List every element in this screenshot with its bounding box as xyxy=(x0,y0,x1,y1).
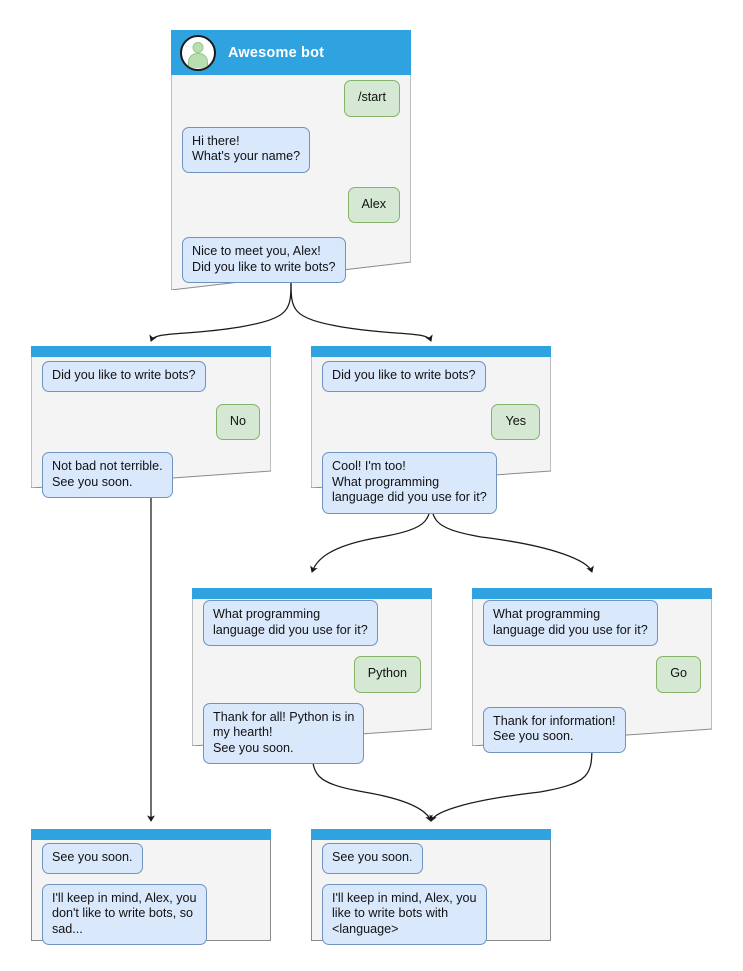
bot-message-bubble: I'll keep in mind, Alex, you don't like … xyxy=(42,883,207,945)
chat-card-header xyxy=(311,346,551,357)
bot-message-bubble: Not bad not terrible. See you soon. xyxy=(42,452,173,498)
message-list: /start Hi there! What's your name? Alex … xyxy=(171,80,411,293)
message-row: I'll keep in mind, Alex, you like to wri… xyxy=(322,883,540,945)
chat-card-header xyxy=(472,588,712,599)
chat-card-end-yes[interactable]: See you soon. I'll keep in mind, Alex, y… xyxy=(311,829,551,945)
message-row: Cool! I'm too! What programming language… xyxy=(322,452,540,514)
message-list: Did you like to write bots? Yes Cool! I'… xyxy=(311,361,551,524)
bot-message-bubble: Thank for information! See you soon. xyxy=(483,706,626,753)
message-row: Nice to meet you, Alex! Did you like to … xyxy=(182,237,400,283)
message-list: See you soon. I'll keep in mind, Alex, y… xyxy=(311,843,551,955)
message-row: What programming language did you use fo… xyxy=(483,600,701,646)
user-message-bubble: Alex xyxy=(347,186,400,223)
message-row: Thank for information! See you soon. xyxy=(483,706,701,753)
chat-card-header xyxy=(31,829,271,840)
message-list: Did you like to write bots? No Not bad n… xyxy=(31,361,271,508)
message-row: Not bad not terrible. See you soon. xyxy=(42,452,260,498)
chat-card-start[interactable]: Awesome bot /start Hi there! What's your… xyxy=(171,30,411,290)
bot-message-bubble: Nice to meet you, Alex! Did you like to … xyxy=(182,237,346,283)
chat-card-header xyxy=(192,588,432,599)
message-row: What programming language did you use fo… xyxy=(203,600,421,646)
message-row: Did you like to write bots? xyxy=(322,361,540,392)
chat-card-go-branch[interactable]: What programming language did you use fo… xyxy=(472,588,712,753)
message-list: What programming language did you use fo… xyxy=(472,600,712,763)
chat-card-no-branch[interactable]: Did you like to write bots? No Not bad n… xyxy=(31,346,271,498)
bot-title: Awesome bot xyxy=(228,44,325,61)
chat-card-header xyxy=(31,346,271,357)
bot-message-bubble: What programming language did you use fo… xyxy=(203,600,378,646)
user-avatar-icon xyxy=(180,34,216,71)
message-row: /start xyxy=(182,80,400,117)
user-message-bubble: /start xyxy=(344,80,400,117)
message-row: See you soon. xyxy=(42,843,260,874)
user-message-bubble: Python xyxy=(353,656,421,693)
chat-card-end-no[interactable]: See you soon. I'll keep in mind, Alex, y… xyxy=(31,829,271,945)
user-message-bubble: Yes xyxy=(491,403,540,440)
bot-message-bubble: I'll keep in mind, Alex, you like to wri… xyxy=(322,883,487,945)
chat-card-header xyxy=(311,829,551,840)
chat-card-header: Awesome bot xyxy=(171,30,411,75)
chat-card-yes-branch[interactable]: Did you like to write bots? Yes Cool! I'… xyxy=(311,346,551,514)
message-row: Thank for all! Python is in my hearth! S… xyxy=(203,702,421,764)
bot-message-bubble: Cool! I'm too! What programming language… xyxy=(322,452,497,514)
message-row: Did you like to write bots? xyxy=(42,361,260,392)
message-row: I'll keep in mind, Alex, you don't like … xyxy=(42,883,260,945)
message-row: No xyxy=(42,403,260,440)
user-message-bubble: No xyxy=(215,403,260,440)
message-row: Alex xyxy=(182,186,400,223)
bot-message-bubble: Thank for all! Python is in my hearth! S… xyxy=(203,702,365,764)
bot-message-bubble: See you soon. xyxy=(42,843,143,874)
message-row: Python xyxy=(203,656,421,693)
bot-message-bubble: Did you like to write bots? xyxy=(322,361,486,392)
bot-message-bubble: Hi there! What's your name? xyxy=(182,126,311,173)
message-list: What programming language did you use fo… xyxy=(192,600,432,774)
user-message-bubble: Go xyxy=(656,656,701,693)
bot-message-bubble: See you soon. xyxy=(322,843,423,874)
bot-message-bubble: What programming language did you use fo… xyxy=(483,600,658,646)
message-row: See you soon. xyxy=(322,843,540,874)
message-row: Yes xyxy=(322,403,540,440)
bot-message-bubble: Did you like to write bots? xyxy=(42,361,206,392)
message-row: Go xyxy=(483,656,701,693)
message-row: Hi there! What's your name? xyxy=(182,126,400,173)
message-list: See you soon. I'll keep in mind, Alex, y… xyxy=(31,843,271,955)
chat-card-python-branch[interactable]: What programming language did you use fo… xyxy=(192,588,432,764)
